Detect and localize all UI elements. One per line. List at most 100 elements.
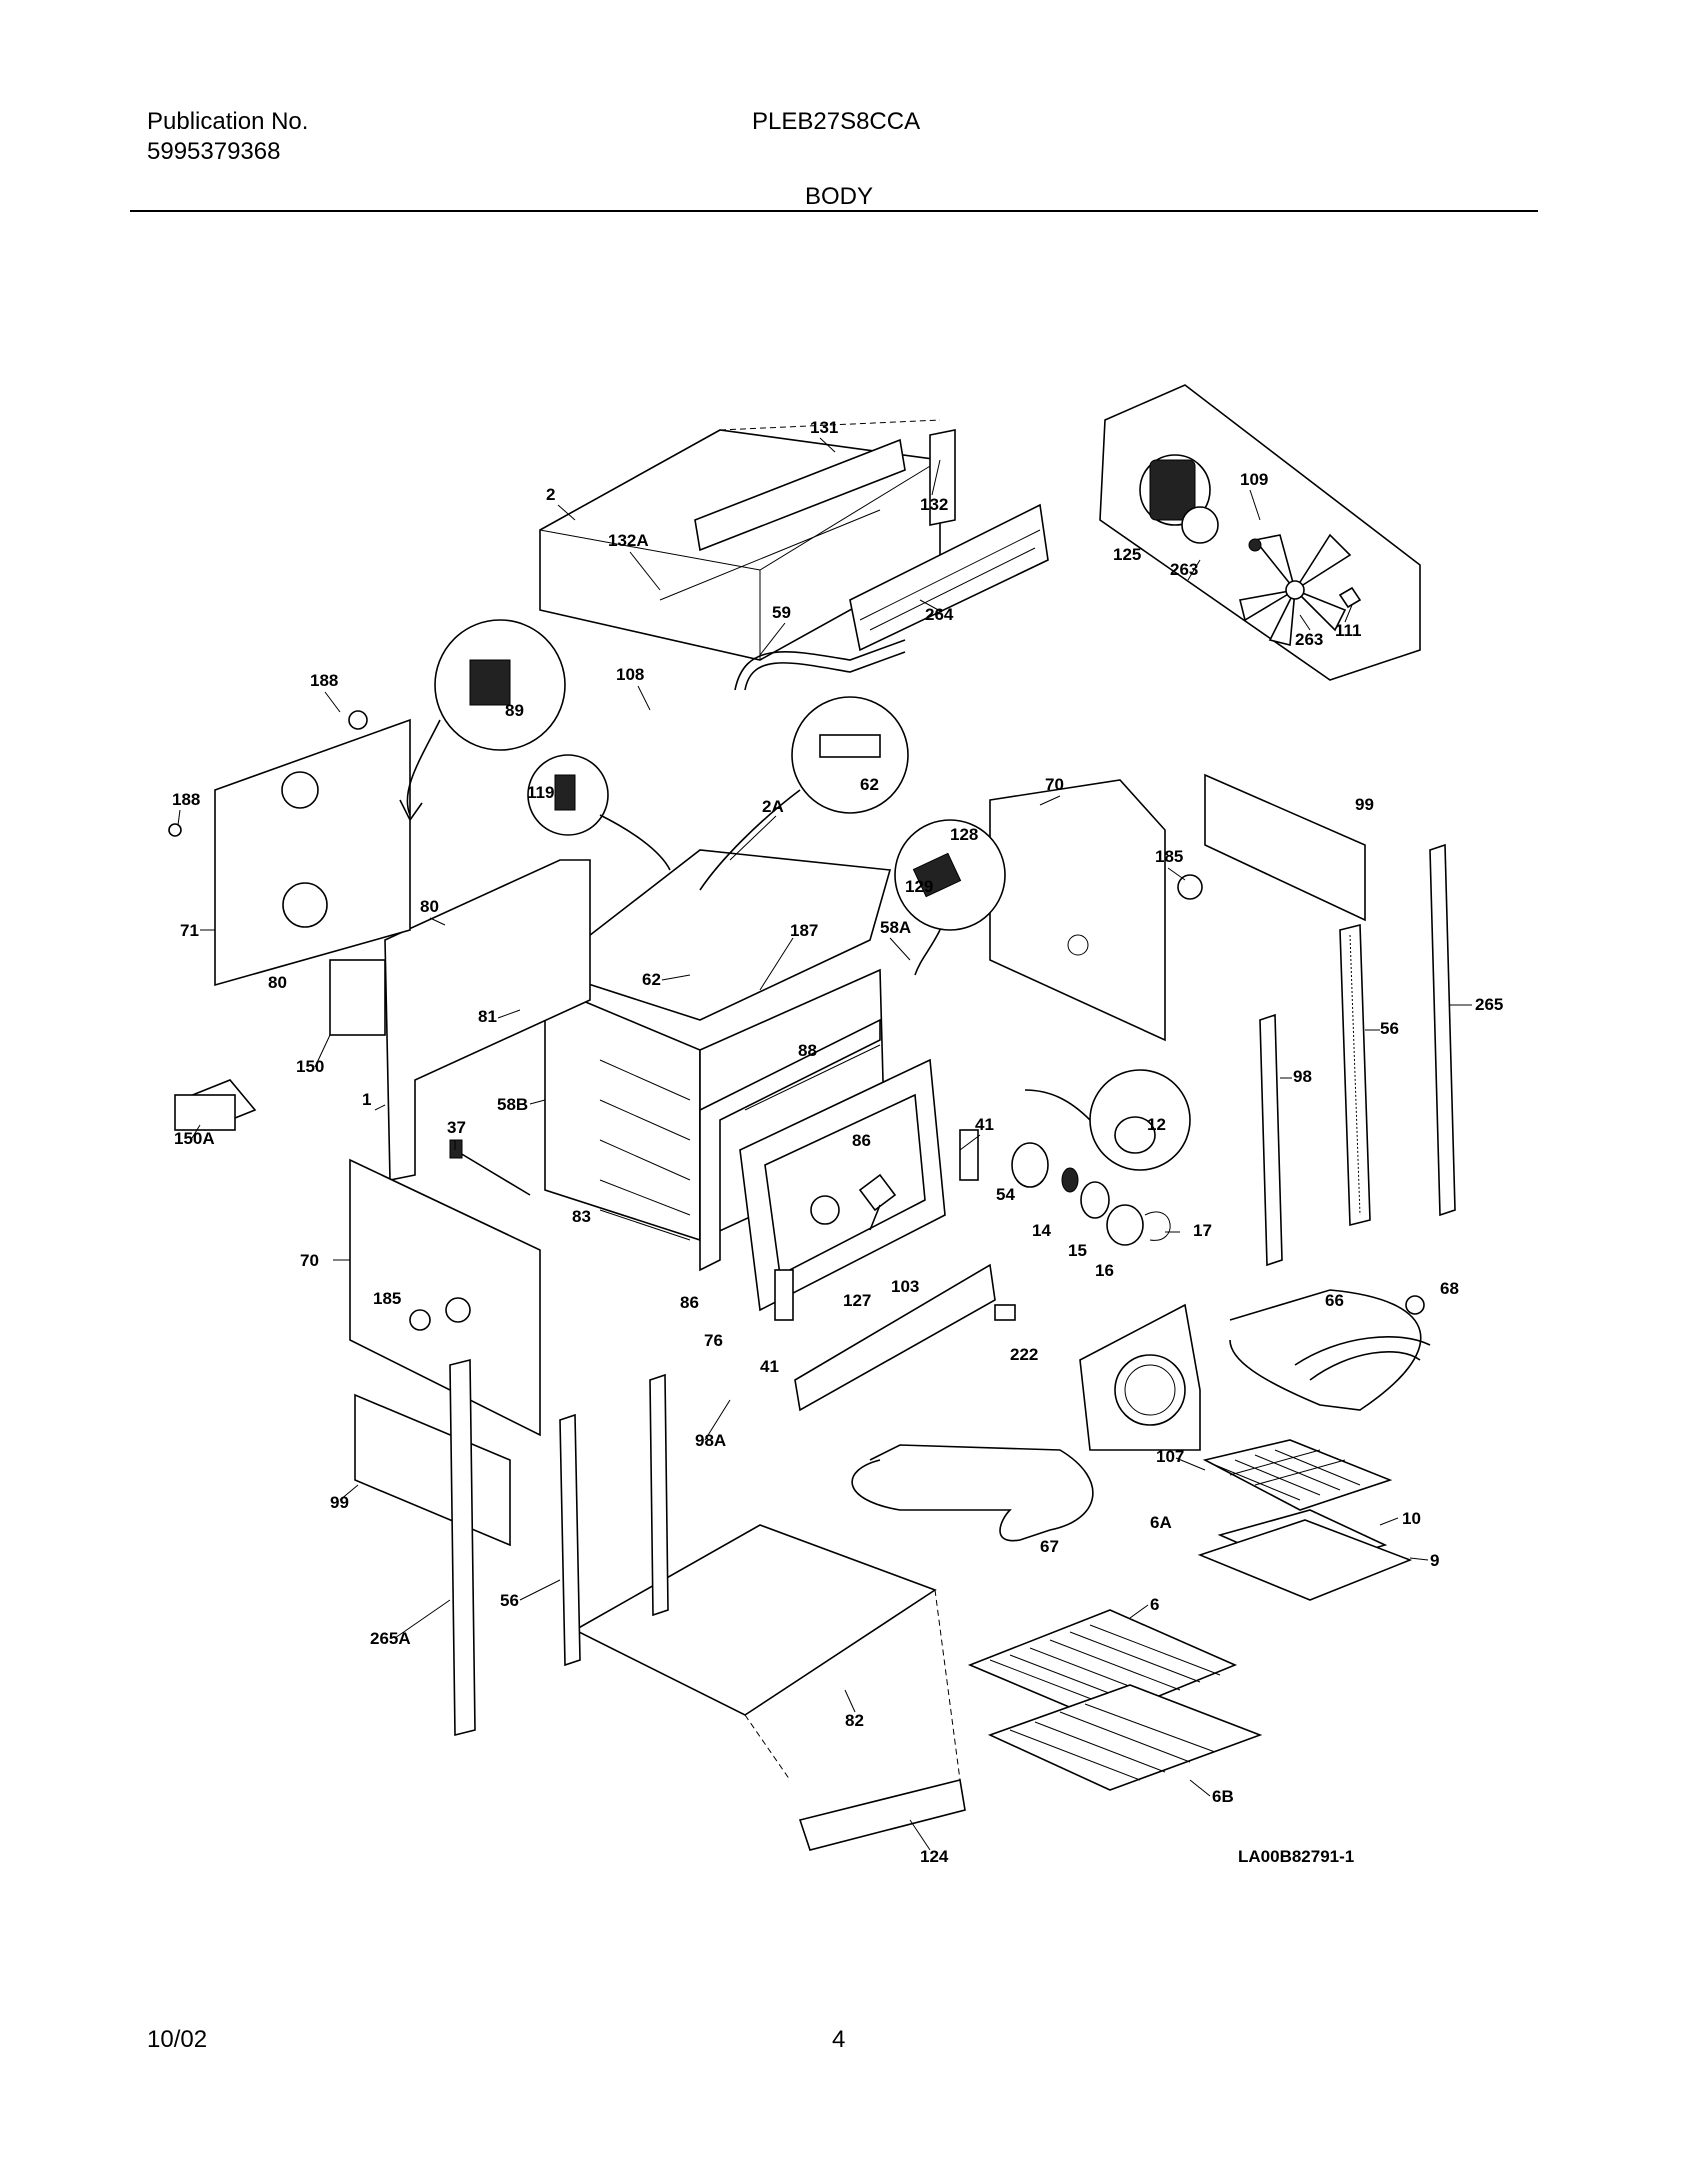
callout-label: 6A: [1150, 1513, 1172, 1532]
callout-label: 107: [1156, 1447, 1184, 1466]
callout-label: 70: [300, 1251, 319, 1270]
footer-date: 10/02: [147, 2026, 208, 2053]
callout-label: 111: [1335, 621, 1362, 640]
callout-label: 188: [310, 671, 338, 690]
callout-label: 82: [845, 1711, 864, 1730]
callout-label: 99: [330, 1493, 349, 1512]
callout-label: 14: [1032, 1221, 1051, 1240]
detail-bubble-89: [399, 619, 566, 822]
oven-cavity-part: [543, 849, 946, 1312]
top-cover-part: [539, 419, 956, 661]
callout-label: 2A: [762, 797, 784, 816]
detail-bubble-12: [1024, 1069, 1191, 1171]
callout-label: 129: [905, 877, 933, 896]
diagram-reference-code: LA00B82791-1: [1238, 1847, 1354, 1866]
callout-label: 62: [642, 970, 661, 989]
publication-label: Publication No.: [147, 108, 309, 135]
detail-bubble-119: [527, 754, 671, 871]
bottom-panel-part: [573, 1524, 937, 1716]
bake-element-part: [851, 1444, 1094, 1542]
rear-panel-part: [989, 779, 1166, 1042]
callout-label: 56: [1380, 1019, 1399, 1038]
callout-label: 103: [891, 1277, 919, 1296]
callout-label: 1: [362, 1090, 371, 1109]
callout-label: 58A: [880, 918, 911, 937]
callout-label: 9: [1430, 1551, 1439, 1570]
drawer-vent-part: [798, 1779, 966, 1851]
model-number: PLEB27S8CCA: [752, 108, 921, 135]
callout-label: 185: [373, 1289, 401, 1308]
callout-label: 128: [950, 825, 978, 844]
callout-label: 109: [1240, 470, 1268, 489]
vent-duct-part: [849, 503, 1049, 652]
callout-label: 86: [852, 1131, 871, 1150]
page-number: 4: [832, 2026, 846, 2053]
callout-label: 81: [478, 1007, 497, 1026]
callout-label: 98: [1293, 1067, 1312, 1086]
callout-label: 59: [772, 603, 791, 622]
callout-label: 263: [1295, 630, 1323, 649]
front-vent-part: [794, 1263, 996, 1412]
callout-label: 150A: [174, 1129, 215, 1148]
callout-label: 222: [1010, 1345, 1038, 1364]
callout-label: 67: [1040, 1537, 1059, 1556]
header-divider: [130, 210, 1538, 212]
callout-label: 15: [1068, 1241, 1087, 1260]
callout-label: 98A: [695, 1431, 726, 1450]
callout-label: 119: [527, 783, 554, 802]
callout-label: 68: [1440, 1279, 1459, 1298]
callout-label: 108: [616, 665, 644, 684]
callout-label: 2: [546, 485, 555, 504]
callout-label: 12: [1147, 1115, 1166, 1134]
broil-pan-assembly: [1197, 1439, 1413, 1601]
callout-label: 70: [1045, 775, 1064, 794]
tube-part: [734, 639, 906, 691]
callout-label: 41: [760, 1357, 779, 1376]
callout-label: 264: [925, 605, 954, 624]
callout-label: 76: [704, 1331, 723, 1350]
sensor-probe-part: [454, 1149, 531, 1196]
callout-label: 16: [1095, 1261, 1114, 1280]
callout-label: 265: [1475, 995, 1503, 1014]
callout-label: 71: [180, 921, 199, 940]
callout-label: 89: [505, 701, 524, 720]
callout-label: 127: [843, 1291, 871, 1310]
callout-label: 41: [975, 1115, 994, 1134]
callout-label: 132: [920, 495, 948, 514]
callout-label: 187: [790, 921, 818, 940]
callout-label: 6: [1150, 1595, 1159, 1614]
callout-label: 80: [420, 897, 439, 916]
callout-label: 17: [1193, 1221, 1212, 1240]
broil-element-part: [1229, 1289, 1431, 1411]
callout-labels: 131 132 2 132A 109 125 263 263 111 264 5…: [172, 418, 1503, 1866]
callout-label: 132A: [608, 531, 649, 550]
convection-fan-inset: [1099, 384, 1421, 681]
oven-light-assembly: [1011, 1142, 1171, 1246]
callout-label: 10: [1402, 1509, 1421, 1528]
callout-label: 88: [798, 1041, 817, 1060]
callout-label: 37: [447, 1118, 466, 1137]
fan-cover-part: [1079, 1303, 1201, 1451]
callout-label: 56: [500, 1591, 519, 1610]
callout-label: 150: [296, 1057, 324, 1076]
callout-label: 58B: [497, 1095, 528, 1114]
callout-label: 99: [1355, 795, 1374, 814]
callout-label: 54: [996, 1185, 1015, 1204]
callout-label: 62: [860, 775, 879, 794]
callout-label: 131: [810, 418, 838, 437]
callout-label: 80: [268, 973, 287, 992]
callout-label: 124: [920, 1847, 949, 1866]
callout-label: 66: [1325, 1291, 1344, 1310]
trim-strip-part: [1429, 843, 1456, 1217]
lower-side-panel-part: [349, 1158, 541, 1437]
oven-rack-part: [967, 1609, 1263, 1791]
callout-label: 86: [680, 1293, 699, 1312]
section-title: BODY: [805, 183, 874, 210]
callout-label: 125: [1113, 545, 1141, 564]
callout-label: 185: [1155, 847, 1183, 866]
control-board-part: [1204, 773, 1366, 922]
publication-number: 5995379368: [147, 138, 281, 165]
detail-bubble-128-129: [894, 819, 1006, 976]
callout-label: 6B: [1212, 1787, 1234, 1806]
